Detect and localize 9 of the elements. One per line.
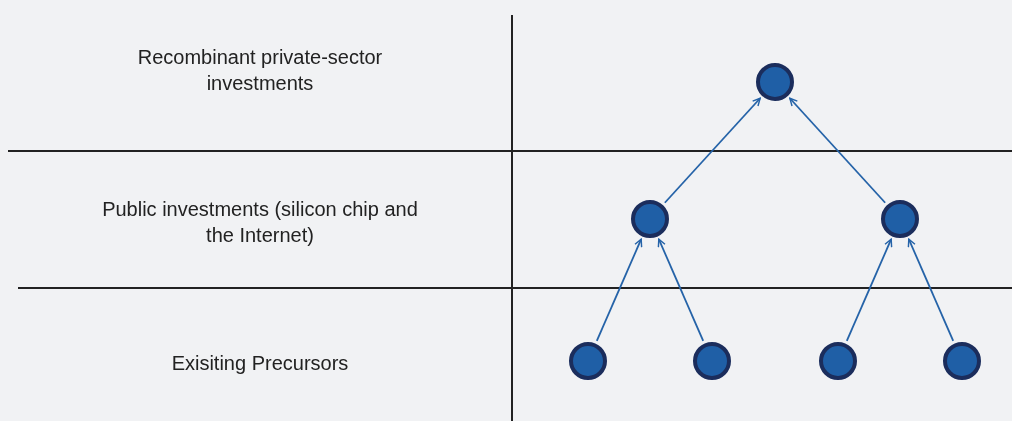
arrow	[845, 238, 893, 342]
row-label: Exisiting Precursors	[171, 351, 349, 376]
arrow	[595, 238, 643, 342]
arrow	[907, 238, 955, 342]
row-label: Recombinant private-sector investments	[136, 45, 384, 96]
arrow	[657, 238, 705, 342]
arrow	[788, 97, 887, 204]
arrow	[663, 97, 762, 204]
row-label: Public investments (silicon chip and the Internet)	[101, 197, 419, 248]
